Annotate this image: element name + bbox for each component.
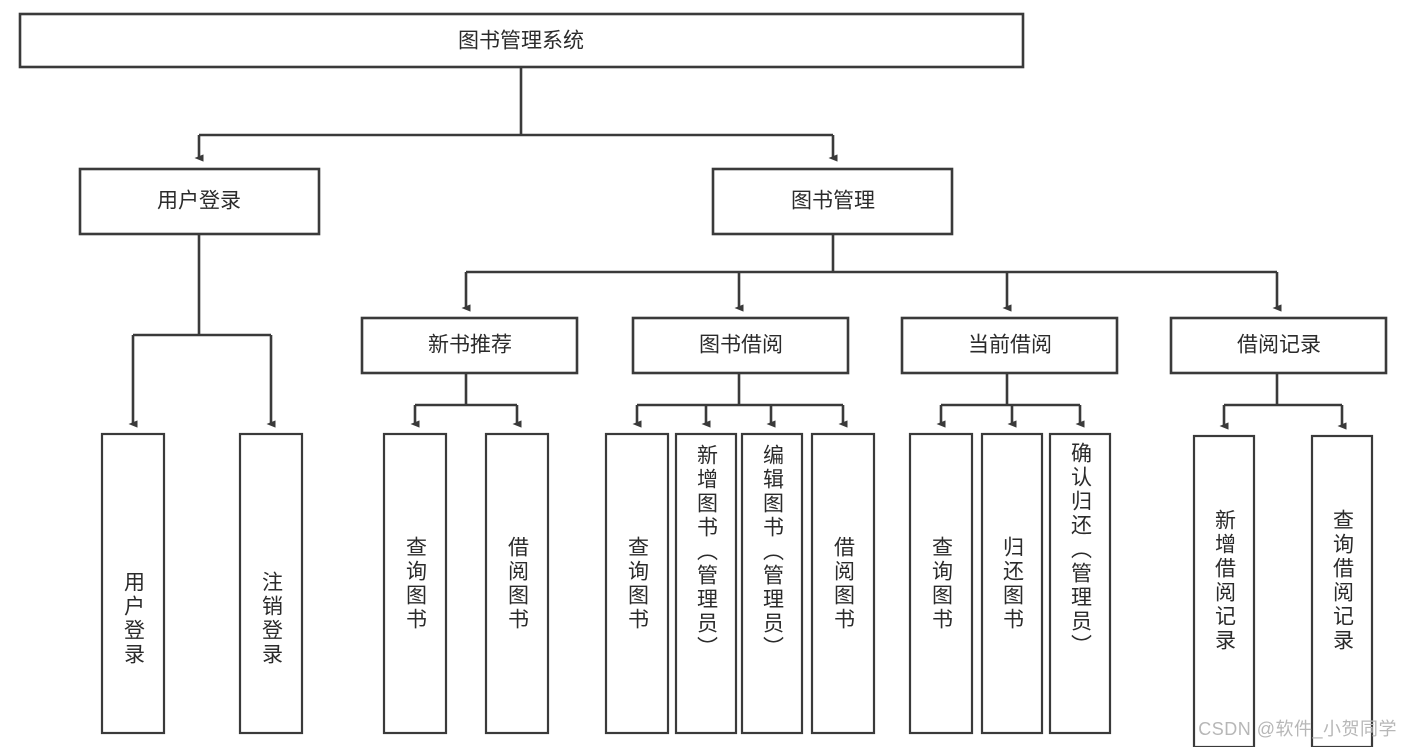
node-borrow-record-label: 借阅记录	[1237, 334, 1321, 357]
node-leaf-add-book-box[interactable]	[674, 432, 738, 735]
node-book-borrow-label: 图书借阅	[699, 334, 783, 357]
node-leaf-borrow-book-recommend-box[interactable]	[484, 432, 550, 735]
node-leaf-return-book-box[interactable]	[980, 432, 1044, 735]
node-borrow-record-box[interactable]	[1169, 316, 1388, 375]
node-new-book-recommend-label: 新书推荐	[428, 334, 512, 357]
node-leaf-add-borrow-record-box[interactable]	[1192, 434, 1256, 747]
node-root-box[interactable]	[18, 12, 1025, 69]
node-leaf-query-book-borrow-box[interactable]	[604, 432, 670, 735]
node-leaf-edit-book-box[interactable]	[740, 432, 804, 735]
node-user-login-label: 用户登录	[157, 190, 241, 213]
node-leaf-query-book-recommend-box[interactable]	[382, 432, 448, 735]
node-leaf-query-borrow-record-box[interactable]	[1310, 434, 1374, 747]
node-leaf-confirm-return-box[interactable]	[1048, 432, 1112, 735]
node-book-manage-box[interactable]	[711, 167, 954, 236]
node-current-borrow-box[interactable]	[900, 316, 1119, 375]
node-new-book-recommend-box[interactable]	[360, 316, 579, 375]
watermark-text: CSDN @软件_小贺同学	[1198, 719, 1397, 739]
node-current-borrow-label: 当前借阅	[968, 334, 1052, 357]
node-leaf-logout-box[interactable]	[238, 432, 304, 735]
node-leaf-borrow-book-box[interactable]	[810, 432, 876, 735]
node-user-login-box[interactable]	[78, 167, 321, 236]
node-root-label: 图书管理系统	[458, 30, 584, 53]
node-book-manage-label: 图书管理	[791, 190, 875, 213]
node-leaf-query-book-current-box[interactable]	[908, 432, 974, 735]
node-leaf-user-login-box[interactable]	[100, 432, 166, 735]
node-book-borrow-box[interactable]	[631, 316, 850, 375]
